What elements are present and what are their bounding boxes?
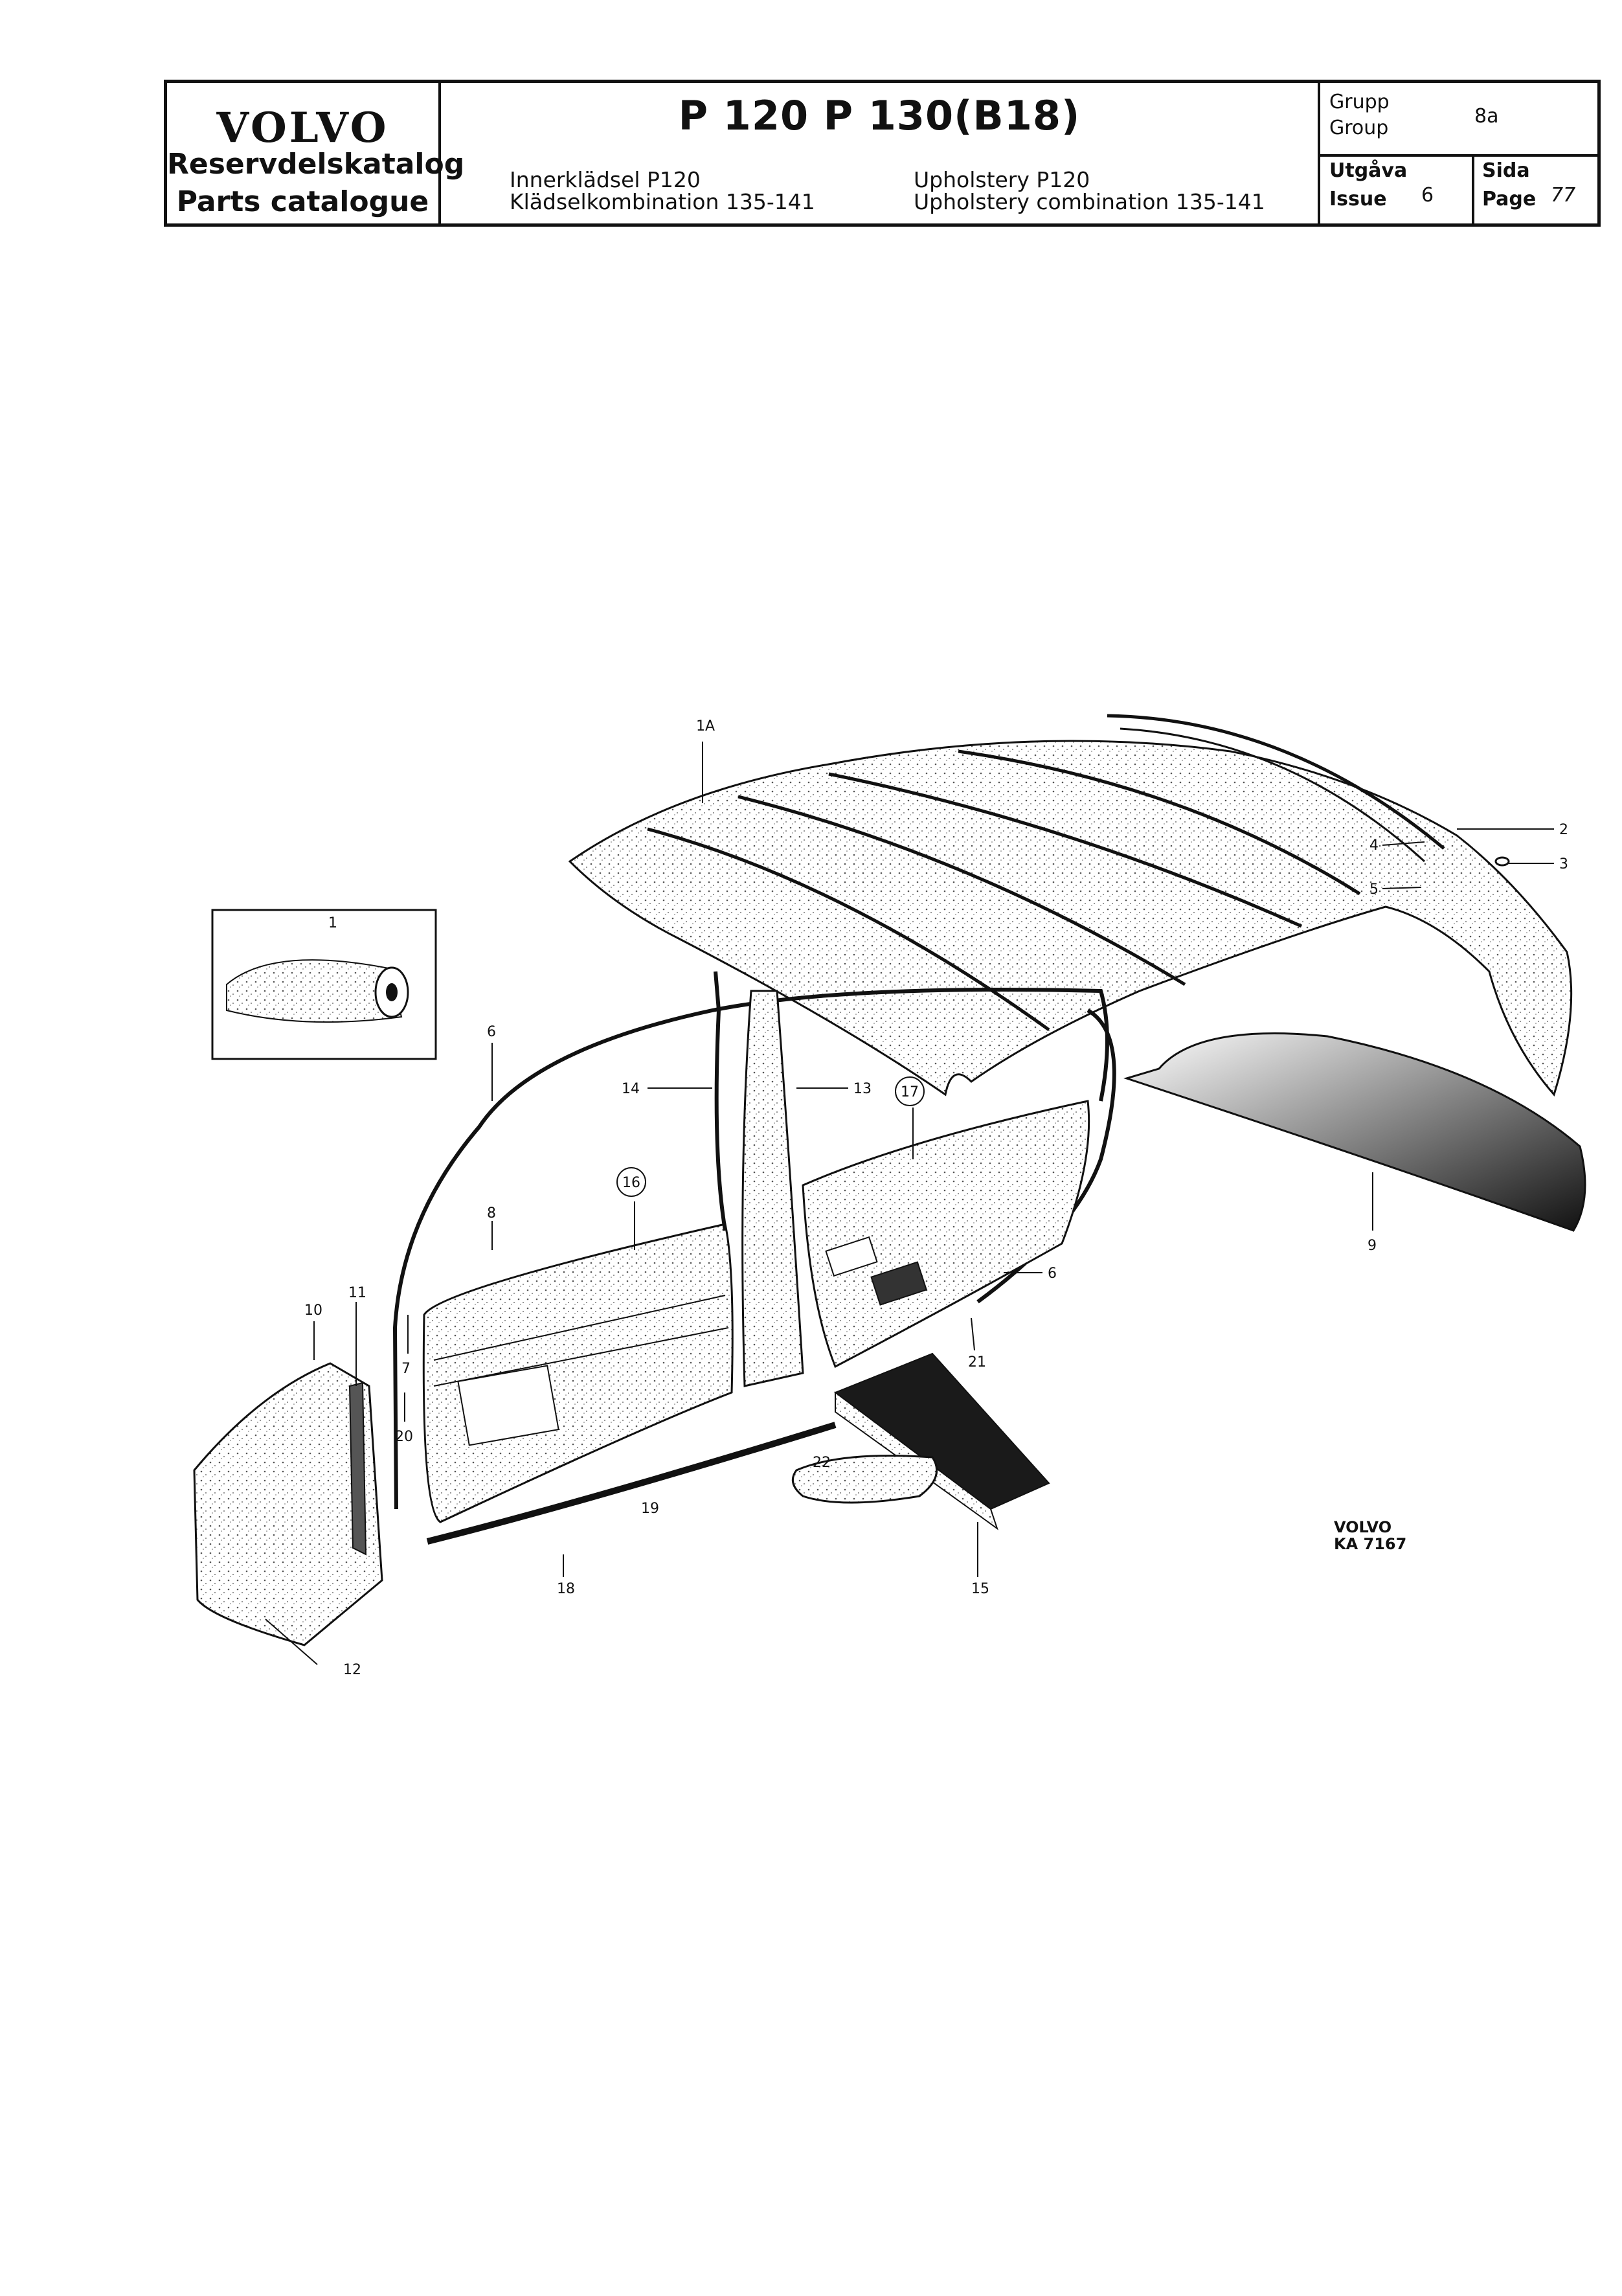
callout-6-rear: 6	[1048, 1266, 1057, 1282]
upholstery-exploded-diagram: 1A 1 2 3 4 5 6 6 7 8 9 10 11 12 13 14 15…	[193, 714, 1586, 1678]
catalog-title-sv: Reservdelskatalog	[167, 148, 465, 181]
catalog-title-en: Parts catalogue	[176, 185, 429, 218]
model-title: P 120 P 130(B18)	[678, 92, 1081, 139]
subtitle-en-1: Upholstery P120	[914, 167, 1090, 192]
callout-7: 7	[401, 1361, 411, 1377]
armrest	[791, 1455, 938, 1504]
callout-3: 3	[1559, 856, 1568, 872]
front-door-panel	[422, 1223, 734, 1523]
callout-18: 18	[557, 1581, 575, 1597]
issue-label-en: Issue	[1329, 188, 1387, 210]
rear-door-panel	[802, 1100, 1090, 1369]
page-value: 77	[1551, 184, 1576, 207]
issue-page-row: Utgåva Issue 6 Sida Page 77	[1320, 154, 1597, 223]
callout-10: 10	[304, 1302, 322, 1319]
headliner	[568, 740, 1573, 1097]
subtitle-sv-2: Klädselkombination 135-141	[510, 189, 815, 214]
callout-11: 11	[348, 1285, 366, 1301]
callout-19: 19	[641, 1501, 659, 1517]
brand-cell: VOLVO Reservdelskatalog Parts catalogue	[167, 83, 465, 223]
meta-cell: Grupp Group 8a Utgåva Issue 6 Sida Page …	[1320, 83, 1597, 223]
callout-14: 14	[622, 1081, 640, 1097]
title-cell: P 120 P 130(B18) Innerklädsel P120 Kläds…	[441, 83, 1320, 223]
drawing-stamp: VOLVO KA 7167	[1334, 1519, 1406, 1552]
callout-16: 16	[622, 1175, 640, 1191]
header-table: VOLVO Reservdelskatalog Parts catalogue …	[164, 80, 1601, 227]
rear-parcel-shelf	[1123, 1032, 1586, 1232]
meta-divider	[1472, 154, 1474, 223]
stamp-code: KA 7167	[1334, 1535, 1407, 1553]
subtitle-en-2: Upholstery combination 135-141	[914, 189, 1265, 214]
roof-side-strip	[1107, 714, 1510, 867]
callout-15: 15	[971, 1581, 989, 1597]
volvo-logo: VOLVO	[216, 104, 389, 152]
callout-2: 2	[1559, 822, 1568, 838]
issue-label-sv: Utgåva	[1329, 159, 1408, 182]
stamp-brand: VOLVO	[1334, 1518, 1392, 1536]
insulation-roll-inset	[211, 909, 437, 1060]
page-label-sv: Sida	[1482, 159, 1530, 182]
door-seal-strip	[426, 1422, 837, 1545]
group-label-sv: Grupp	[1329, 91, 1390, 113]
callout-21: 21	[968, 1354, 986, 1370]
group-label-en: Group	[1329, 117, 1389, 139]
callout-1a: 1A	[696, 718, 715, 734]
b-pillar-trim	[714, 971, 804, 1387]
group-value: 8a	[1474, 105, 1499, 128]
leader-lines	[265, 742, 1554, 1665]
callout-16-circle: 16	[616, 1167, 646, 1197]
kick-panel	[193, 1362, 383, 1646]
group-row: Grupp Group 8a	[1320, 83, 1597, 157]
callout-20: 20	[395, 1429, 413, 1445]
page-label-en: Page	[1482, 188, 1537, 210]
callout-5: 5	[1369, 881, 1379, 898]
callout-6-front: 6	[487, 1024, 496, 1040]
callout-9: 9	[1368, 1238, 1377, 1254]
callout-17: 17	[901, 1084, 919, 1100]
callout-4: 4	[1369, 837, 1379, 854]
callout-22: 22	[813, 1455, 831, 1471]
callout-13: 13	[853, 1081, 872, 1097]
callout-1: 1	[328, 915, 337, 931]
callout-8: 8	[487, 1205, 496, 1222]
issue-value: 6	[1421, 184, 1434, 207]
callout-12: 12	[343, 1662, 361, 1678]
callout-17-circle: 17	[895, 1076, 925, 1106]
subtitle-sv-1: Innerklädsel P120	[510, 167, 701, 192]
